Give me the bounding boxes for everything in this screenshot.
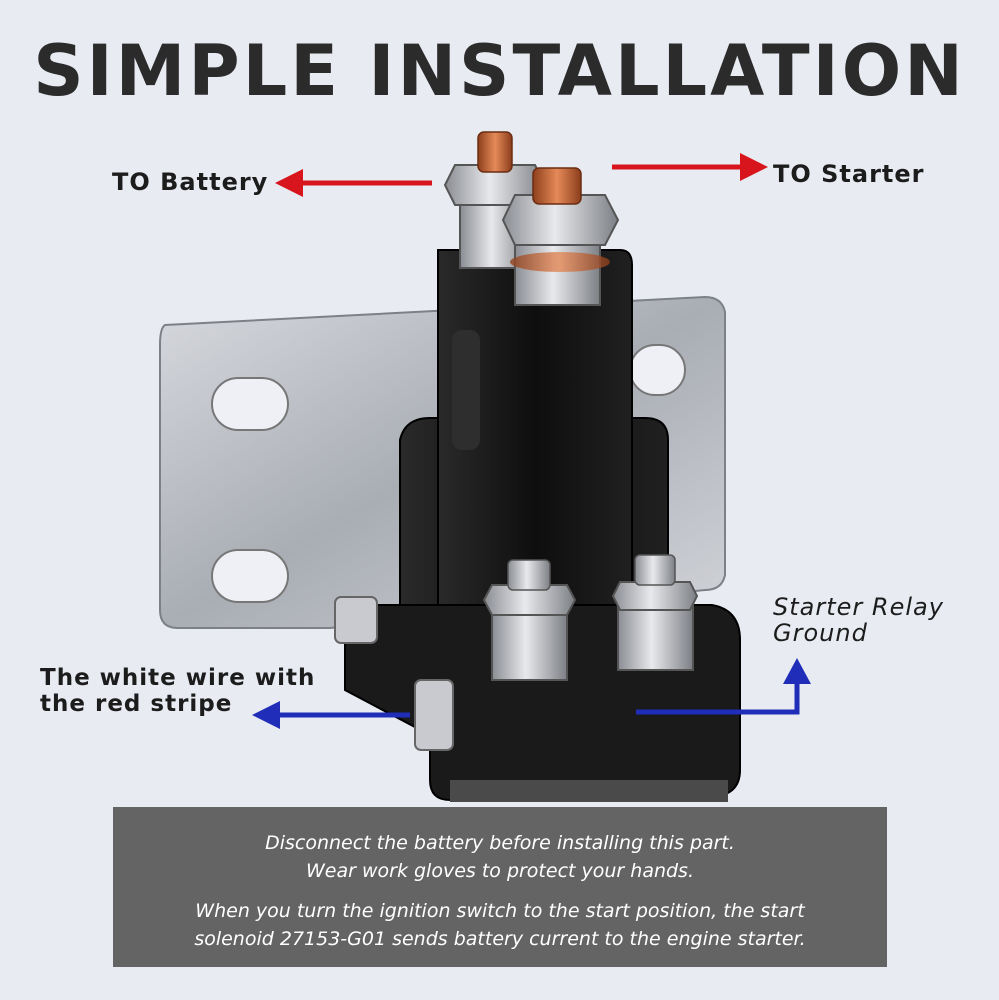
arrow-to-battery (275, 169, 432, 197)
notice-line-1: Disconnect the battery before installing… (265, 832, 735, 854)
relay-ground-line1: Starter Relay (773, 593, 944, 621)
arrow-white-wire (252, 701, 410, 729)
arrow-to-starter (612, 153, 768, 181)
small-terminal-stud-right (611, 554, 699, 671)
bracket-slot-right (629, 344, 686, 396)
notice-paragraph-2: When you turn the ignition switch to the… (113, 897, 887, 953)
installation-notice: Disconnect the battery before installing… (113, 807, 887, 967)
solenoid-housing (334, 249, 741, 802)
starter-terminal-stud (501, 167, 620, 306)
notice-paragraph-1: Disconnect the battery before installing… (113, 829, 887, 885)
to-starter-label: TO Starter (773, 160, 925, 188)
notice-line-3: When you turn the ignition switch to the… (195, 900, 805, 922)
white-wire-line1: The white wire with (40, 665, 316, 691)
small-terminal-stud-left (482, 559, 577, 681)
notice-line-2: Wear work gloves to protect your hands. (306, 860, 694, 882)
white-wire-label: The white wire with the red stripe (40, 665, 315, 717)
starter-relay-ground-label: Starter Relay Ground (773, 594, 944, 646)
bracket-slot-upper (211, 377, 289, 431)
to-battery-label: TO Battery (112, 168, 269, 196)
notice-line-4: solenoid 27153-G01 sends battery current… (194, 928, 806, 950)
arrow-relay-ground (636, 658, 811, 715)
white-wire-line2: the red stripe (40, 691, 233, 717)
relay-ground-line2: Ground (773, 619, 868, 647)
bracket-slot-lower (211, 549, 289, 603)
page-title: SIMPLE INSTALLATION (33, 30, 966, 112)
